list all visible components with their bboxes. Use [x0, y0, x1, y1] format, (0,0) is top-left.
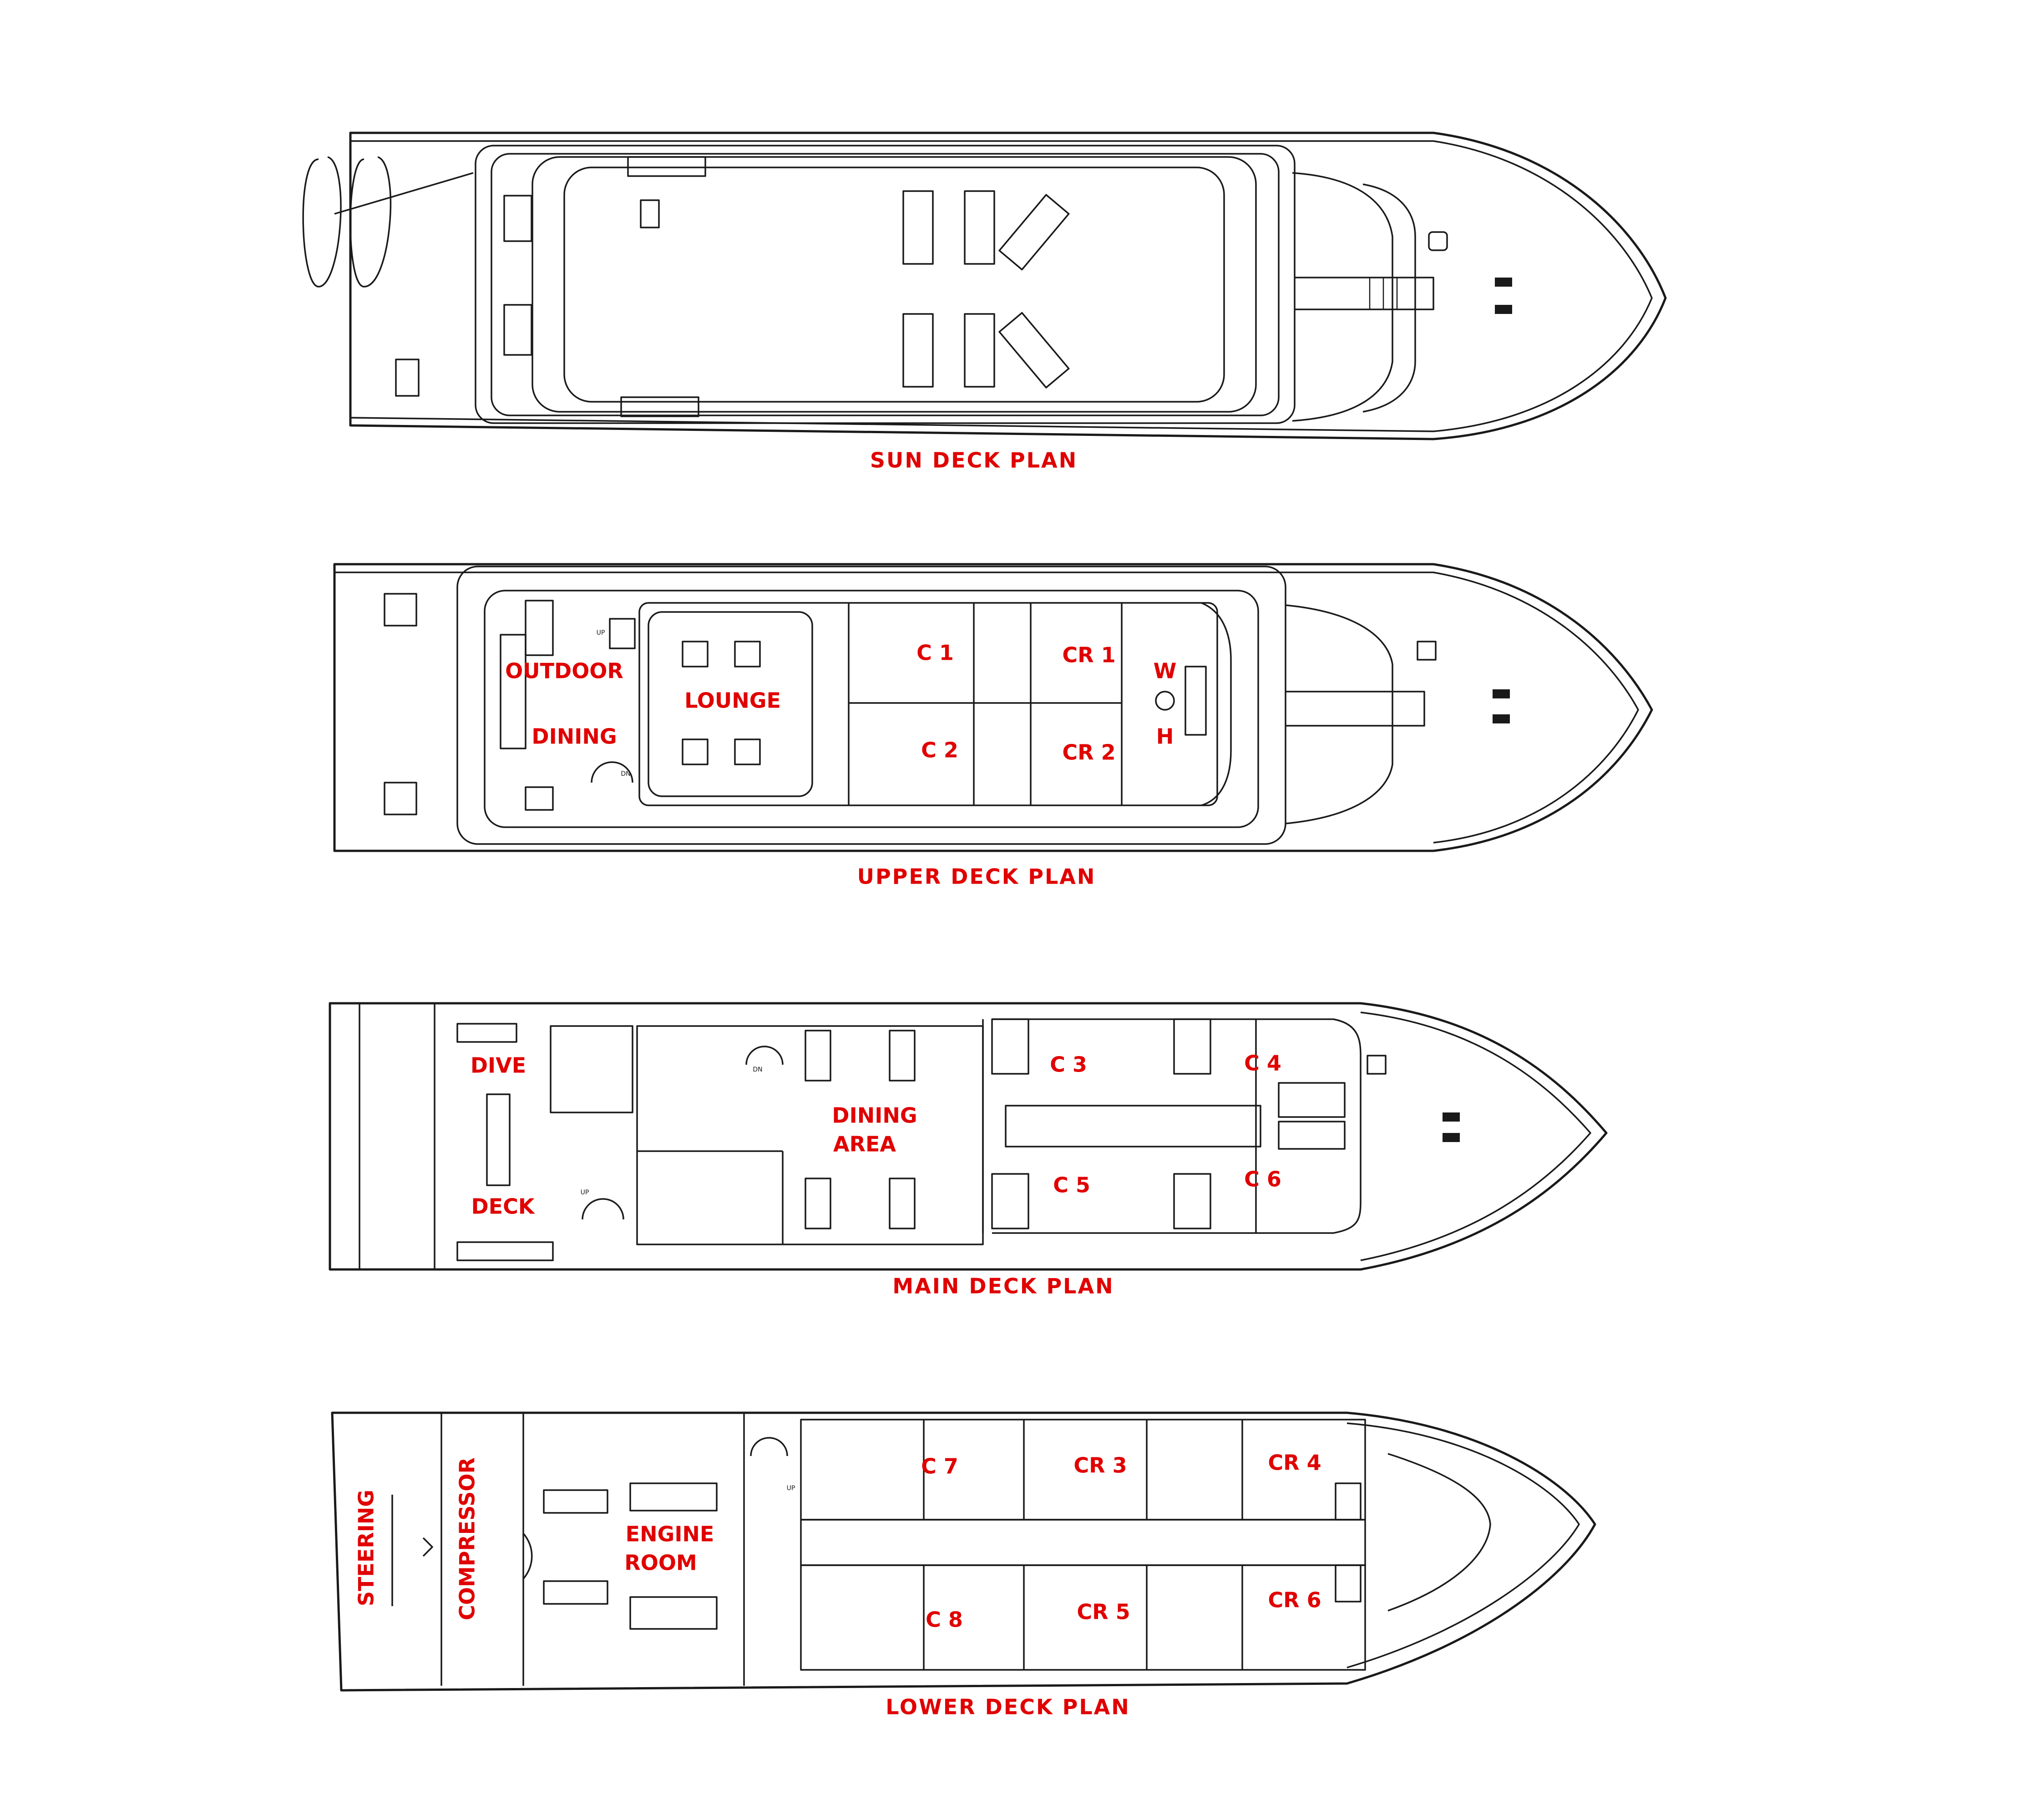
main-label-c5: C 5: [1053, 1173, 1090, 1198]
main-label-dive: DIVE: [471, 1053, 526, 1078]
main-deck-title: MAIN DECK PLAN: [892, 1274, 1114, 1299]
lower-label-cr3: CR 3: [1073, 1453, 1127, 1478]
upper-deck-title: UPPER DECK PLAN: [857, 864, 1096, 889]
main-label-deck: DECK: [471, 1194, 535, 1219]
sun-deck: [302, 131, 1667, 440]
upper-label-cr1: CR 1: [1062, 643, 1115, 667]
main-stair-down-mark: DN: [753, 1066, 762, 1073]
upper-label-cr2: CR 2: [1062, 740, 1115, 765]
lower-deck-hull: [331, 1411, 1596, 1692]
lower-deck: [331, 1411, 1596, 1692]
upper-label-c2: C 2: [921, 738, 958, 763]
lower-label-cr5: CR 5: [1077, 1600, 1130, 1624]
upper-deck: [333, 563, 1653, 852]
main-label-c3: C 3: [1050, 1052, 1087, 1077]
upper-label-w: W: [1154, 659, 1177, 683]
upper-deck-hull: [333, 563, 1653, 852]
lower-stair-up-mark: UP: [787, 1485, 795, 1492]
lower-label-cr4: CR 4: [1268, 1451, 1321, 1475]
lower-label-cr6: CR 6: [1268, 1588, 1321, 1613]
upper-label-lounge: LOUNGE: [684, 688, 781, 713]
sun-deck-title: SUN DECK PLAN: [870, 448, 1078, 473]
lower-label-room: ROOM: [624, 1551, 697, 1575]
lower-label-steering: STEERING: [354, 1490, 379, 1606]
lower-label-compressor: COMPRESSOR: [455, 1457, 480, 1620]
main-deck: [329, 1002, 1608, 1271]
main-label-dining: DINING: [832, 1103, 917, 1128]
main-label-c6: C 6: [1244, 1167, 1281, 1192]
upper-label-c1: C 1: [916, 641, 954, 665]
main-label-c4: C 4: [1244, 1051, 1281, 1076]
sun-deck-hull: [349, 131, 1667, 440]
upper-stair-down-mark: DN: [621, 770, 630, 778]
lower-label-c7: C 7: [921, 1454, 958, 1479]
upper-label-dining: DINING: [532, 724, 617, 749]
upper-label-h: H: [1156, 724, 1174, 749]
main-deck-hull: [329, 1002, 1608, 1271]
upper-stair-up-mark: UP: [597, 629, 605, 637]
main-stair-up-mark: UP: [581, 1189, 589, 1196]
lower-deck-title: LOWER DECK PLAN: [886, 1695, 1130, 1719]
main-label-area: AREA: [833, 1132, 896, 1157]
upper-label-outdoor: OUTDOOR: [505, 659, 623, 683]
lower-label-engine: ENGINE: [626, 1522, 714, 1547]
lower-label-c8: C 8: [926, 1608, 963, 1632]
